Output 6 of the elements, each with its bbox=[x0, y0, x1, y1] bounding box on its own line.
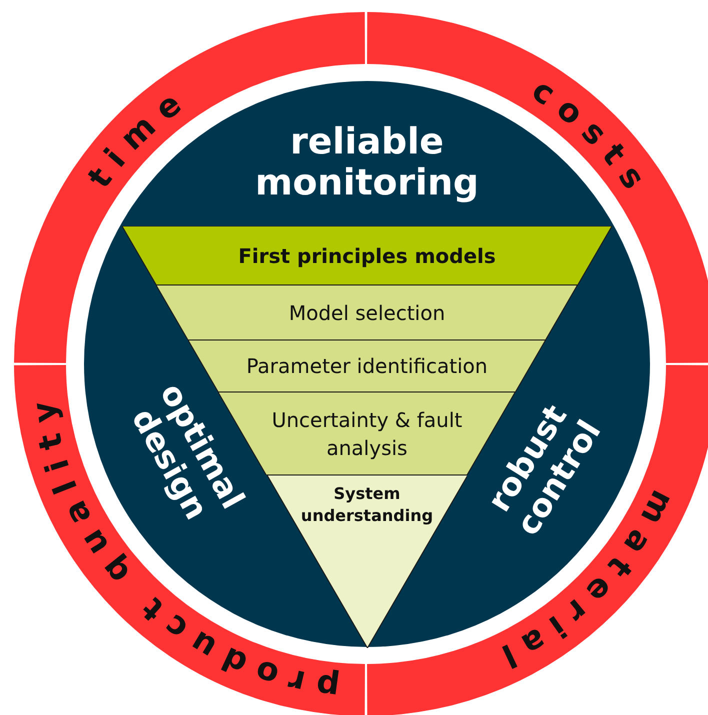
layer-label: Parameter identification bbox=[245, 353, 489, 380]
layer-label: First principles models bbox=[237, 242, 497, 270]
funnel-layer bbox=[156, 285, 578, 340]
sector-label: reliable monitoring bbox=[217, 122, 517, 204]
funnel-layer bbox=[122, 226, 612, 285]
layer-label: Model selection bbox=[288, 300, 446, 326]
